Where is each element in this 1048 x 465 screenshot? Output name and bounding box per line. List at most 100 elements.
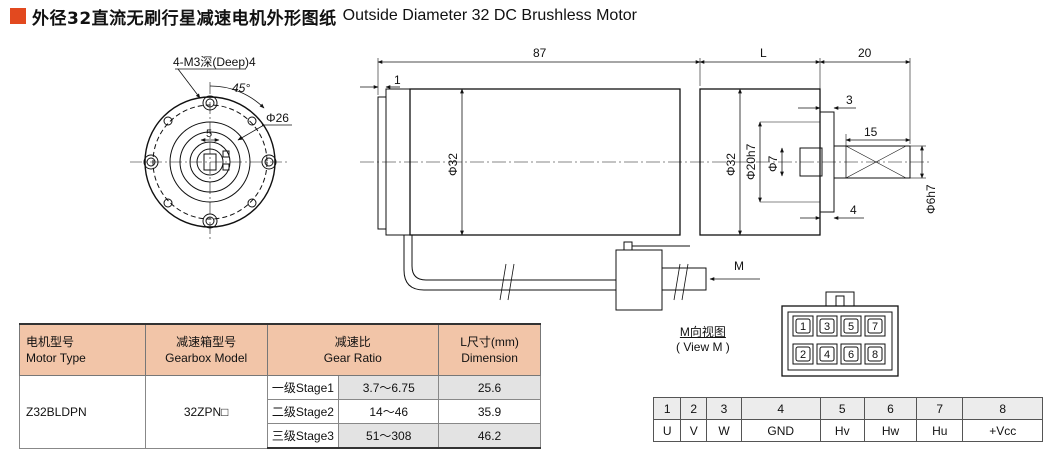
pin-cell — [840, 343, 862, 365]
center-dim-label: 5 — [206, 128, 212, 140]
pin-table: 1 2 3 4 5 6 7 8 U V W GND Hv Hw Hu +Vcc — [652, 397, 1043, 442]
pin-number: 4 — [741, 397, 821, 420]
front-view — [130, 68, 292, 240]
ratio-cell: 51～308 — [338, 423, 440, 449]
view-arrow-label: M — [734, 259, 744, 273]
pin-cell-inner — [843, 318, 859, 334]
pin-number: 5 — [819, 397, 866, 420]
dim-1-label: 1 — [394, 73, 401, 87]
view-title-en: ( View M ) — [676, 340, 730, 354]
dimension-cell: 46.2 — [438, 423, 541, 449]
stage-cell: 一级Stage1 — [266, 375, 340, 400]
pin-cell — [864, 343, 886, 365]
pin-cell — [816, 315, 838, 337]
table-row: 二级Stage2 14～46 35.9 — [20, 399, 541, 424]
pilot-diameter-label: Φ20h7 — [744, 143, 758, 180]
table-row: 三级Stage3 51～308 46.2 — [20, 423, 541, 449]
pin-cell-inner — [795, 346, 811, 362]
pin-number: 6 — [863, 397, 918, 420]
pin-cell — [816, 343, 838, 365]
bearing-diameter-label: Φ7 — [766, 155, 780, 172]
pin-signal: GND — [741, 419, 821, 442]
connector-view-title: M向视图 ( View M ) — [676, 325, 730, 355]
dimension-cell: 25.6 — [438, 375, 541, 400]
motor-type-cell: Z32BLDPN — [19, 375, 146, 449]
pin-label: 4 — [824, 349, 830, 361]
angle-label: 45° — [232, 81, 250, 95]
pin-label: 5 — [848, 321, 854, 333]
page-title: 外径32直流无刷行星减速电机外形图纸 Outside Diameter 32 D… — [10, 4, 637, 29]
ratio-cell: 14～46 — [338, 399, 440, 424]
pin-signal: Hu — [916, 419, 964, 442]
dim-shaft-label: 20 — [858, 46, 872, 60]
view-title-cn: M向视图 — [679, 325, 726, 339]
pin-signal: +Vcc — [962, 419, 1043, 442]
pin-cell-inner — [867, 318, 883, 334]
pin-signal: V — [680, 419, 708, 442]
pin-number: 8 — [962, 397, 1043, 420]
stage-cell: 三级Stage3 — [266, 423, 340, 449]
dim-4-label: 4 — [850, 203, 857, 217]
pin-cell — [792, 315, 814, 337]
dim-L-label: L — [760, 46, 767, 60]
pin-cell — [792, 343, 814, 365]
pin-signal: Hv — [819, 419, 866, 442]
gear-diameter-label: Φ32 — [724, 153, 738, 176]
ratio-cell: 3.7～6.75 — [338, 375, 440, 400]
gearbox-model-cell: 32ZPN□ — [144, 375, 268, 449]
pin-signal: U — [652, 419, 682, 442]
dim-3-label: 3 — [846, 93, 853, 107]
dim-total-label: 87 — [533, 46, 547, 60]
pin-label: 1 — [800, 321, 806, 333]
pin-label: 2 — [800, 349, 806, 361]
pin-cell-inner — [819, 318, 835, 334]
hole-tr — [247, 116, 257, 126]
table-row: Z32BLDPN 32ZPN□ 一级Stage1 3.7～6.75 25.6 — [19, 375, 541, 449]
connector-face — [781, 305, 899, 377]
pin-number: 7 — [916, 397, 964, 420]
pin-label: 7 — [872, 321, 878, 333]
pin-cell — [864, 315, 886, 337]
pin-number: 2 — [680, 397, 708, 420]
title-bullet — [10, 8, 26, 24]
title-english: Outside Diameter 32 DC Brushless Motor — [342, 7, 637, 24]
dim-15-label: 15 — [864, 125, 878, 139]
pin-cell-inner — [867, 346, 883, 362]
pin-cell-inner — [843, 346, 859, 362]
pin-signal: W — [706, 419, 742, 442]
hole-bl — [163, 198, 173, 208]
pin-signal: Hw — [863, 419, 918, 442]
connector-pin-grid: 1 3 5 7 2 4 6 8 — [792, 315, 886, 365]
header-dimension: L尺寸(mm)Dimension — [438, 323, 541, 376]
pin-label: 6 — [848, 349, 854, 361]
front-mark-2 — [222, 163, 230, 171]
pin-signal-row: U V W GND Hv Hw Hu +Vcc — [652, 419, 1043, 442]
stage-cell: 二级Stage2 — [266, 399, 340, 424]
front-mark-1 — [222, 150, 230, 158]
pin-label: 3 — [824, 321, 830, 333]
pin-cell-inner — [819, 346, 835, 362]
connector-housing — [615, 249, 663, 311]
side-view — [360, 58, 930, 311]
pin-cell-inner — [795, 318, 811, 334]
pin-number: 3 — [706, 397, 742, 420]
shaft-diameter-label: Φ6h7 — [924, 184, 938, 214]
hole-tl — [163, 116, 173, 126]
hole-br — [247, 198, 257, 208]
body-diameter-label: Φ32 — [446, 153, 460, 176]
front-diameter-label: Φ26 — [266, 111, 289, 125]
dimension-cell: 35.9 — [438, 399, 541, 424]
pin-label: 8 — [872, 349, 878, 361]
pin-number: 1 — [652, 397, 682, 420]
pin-cell — [840, 315, 862, 337]
connector-view — [781, 291, 899, 377]
title-chinese: 外径32直流无刷行星减速电机外形图纸 — [32, 8, 337, 29]
pin-number-row: 1 2 3 4 5 6 7 8 — [652, 397, 1043, 420]
hole-spec-label: 4-M3深(Deep)4 — [173, 55, 256, 69]
end-cap — [377, 96, 387, 230]
